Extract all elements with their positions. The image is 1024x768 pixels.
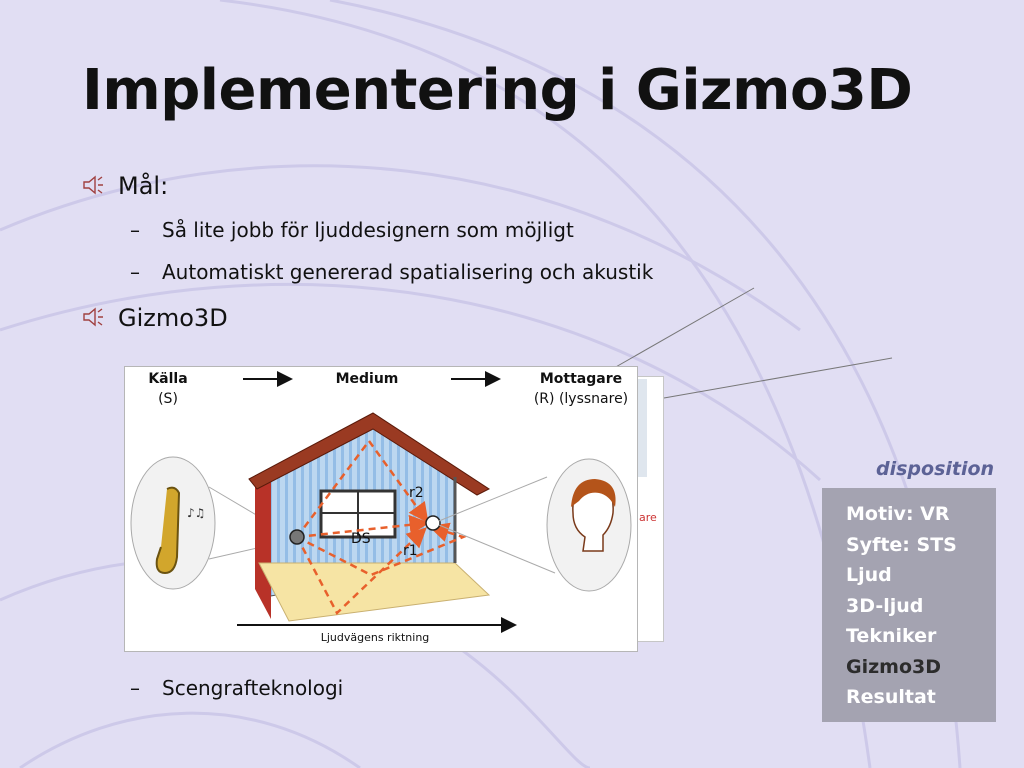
listener-point: [425, 515, 441, 531]
disposition-item[interactable]: Ljud: [846, 564, 892, 586]
svg-text:♪♫: ♪♫: [187, 506, 205, 520]
sub-bullet-text: Så lite jobb för ljuddesignern som möjli…: [162, 218, 574, 242]
sub-bullet: –Automatiskt genererad spatialisering oc…: [130, 260, 654, 284]
sound-path-diagram: Källa (S) Medium Mottagare (R) (lyssnare…: [124, 366, 638, 652]
reflection-path-r2: [296, 438, 429, 538]
speaker-icon: [83, 175, 103, 195]
house-floor: [258, 562, 491, 622]
background-figure-text: are: [639, 511, 657, 524]
direct-sound-path: [296, 514, 430, 539]
saxophone-icon: [155, 486, 181, 575]
house-roof: [248, 412, 491, 496]
disposition-item-current[interactable]: Gizmo3D: [846, 655, 942, 678]
disposition-item[interactable]: Syfte: STS: [846, 533, 957, 556]
path-label-r1: r1: [403, 543, 418, 559]
house-side-wall: [255, 475, 271, 619]
sub-bullet: –Så lite jobb för ljuddesignern som möjl…: [130, 218, 574, 242]
disposition-heading: disposition: [876, 458, 995, 480]
direction-label: Ljudvägens riktning: [320, 631, 430, 644]
slide-title: Implementering i Gizmo3D: [82, 58, 913, 123]
speaker-icon: [83, 307, 103, 327]
path-label-r2: r2: [409, 485, 424, 501]
bullet-goal: Mål:: [83, 172, 169, 200]
listener-head-icon: [571, 479, 616, 552]
disposition-item[interactable]: Motiv: VR: [846, 503, 950, 525]
disposition-item[interactable]: Resultat: [846, 686, 936, 708]
sub-bullet-text: Automatiskt genererad spatialisering och…: [162, 260, 654, 284]
reflection-path-r1: [296, 522, 467, 577]
source-label: Källa: [148, 371, 188, 387]
diagram-graphics: ♪♫: [130, 371, 632, 633]
source-point: [289, 529, 305, 545]
medium-label: Medium: [335, 371, 399, 387]
reflection-path-floor: [295, 527, 427, 616]
receiver-label: Mottagare: [539, 371, 623, 387]
bullet-goal-text: Mål:: [118, 172, 169, 200]
receiver-sub-label: (R) (lyssnare): [533, 391, 629, 407]
disposition-item[interactable]: 3D-ljud: [846, 594, 924, 617]
sub-bullet: –Scengrafteknologi: [130, 676, 344, 700]
sub-bullet-text: Scengrafteknologi: [162, 676, 344, 700]
disposition-item[interactable]: Tekniker: [846, 625, 937, 647]
source-sub-label: (S): [158, 391, 178, 407]
path-label-ds: DS: [351, 531, 371, 547]
bullet-gizmo3d-text: Gizmo3D: [118, 304, 228, 332]
bullet-gizmo3d: Gizmo3D: [83, 304, 228, 332]
